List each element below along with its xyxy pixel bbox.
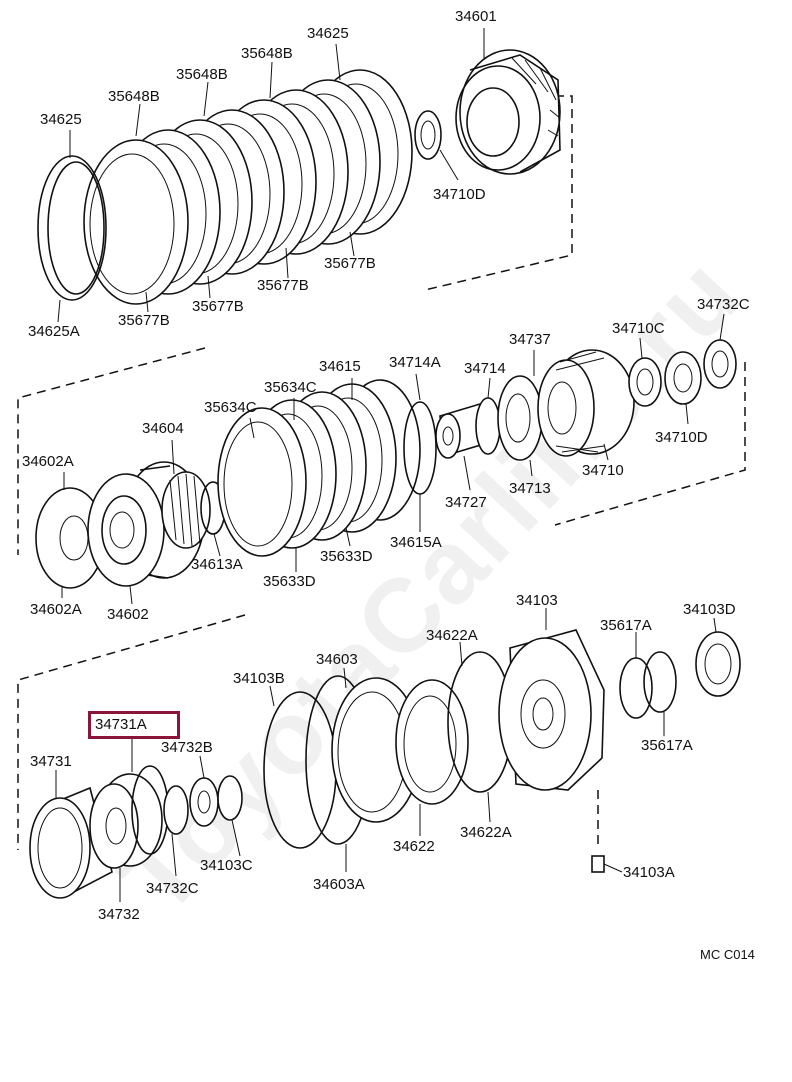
label-35617A-a[interactable]: 35617A bbox=[600, 617, 652, 634]
part-34103B-band bbox=[263, 691, 337, 849]
middle-plate-stack bbox=[217, 379, 421, 557]
part-34602A-washer bbox=[35, 487, 105, 589]
middle-clutch-group bbox=[17, 313, 746, 605]
label-34604[interactable]: 34604 bbox=[142, 420, 184, 437]
part-34103A-bolt bbox=[591, 855, 623, 873]
part-34710-planetary bbox=[537, 349, 635, 457]
label-35677B-b[interactable]: 35677B bbox=[257, 277, 309, 294]
part-34604-oneway-clutch bbox=[161, 471, 211, 549]
label-34731[interactable]: 34731 bbox=[30, 753, 72, 770]
label-35648B-a[interactable]: 35648B bbox=[241, 45, 293, 62]
label-34603[interactable]: 34603 bbox=[316, 651, 358, 668]
label-34601[interactable]: 34601 bbox=[455, 8, 497, 25]
label-35633D-a[interactable]: 35633D bbox=[320, 548, 373, 565]
label-34602A-top[interactable]: 34602A bbox=[22, 453, 74, 470]
part-34732B-washer bbox=[189, 777, 219, 827]
mid-frame-left bbox=[17, 347, 206, 555]
label-34603A[interactable]: 34603A bbox=[313, 876, 365, 893]
label-34103C[interactable]: 34103C bbox=[200, 857, 253, 874]
label-34714[interactable]: 34714 bbox=[464, 360, 506, 377]
label-34602A-bot[interactable]: 34602A bbox=[30, 601, 82, 618]
label-35677B-a[interactable]: 35677B bbox=[324, 255, 376, 272]
part-34103C-washer bbox=[217, 775, 243, 821]
clutch-plate-stack bbox=[83, 69, 413, 305]
middle-leader-lines bbox=[61, 313, 725, 605]
label-34710C[interactable]: 34710C bbox=[612, 320, 665, 337]
part-34625-snap-ring bbox=[37, 155, 107, 301]
label-35634C-b[interactable]: 35634C bbox=[204, 399, 257, 416]
part-34710C-washer bbox=[628, 357, 662, 407]
label-35648B-c[interactable]: 35648B bbox=[108, 88, 160, 105]
label-34710D-top[interactable]: 34710D bbox=[433, 186, 486, 203]
part-34601-drum bbox=[455, 49, 561, 175]
label-34714A[interactable]: 34714A bbox=[389, 354, 441, 371]
label-34732B[interactable]: 34732B bbox=[161, 739, 213, 756]
mid-frame-right bbox=[554, 362, 746, 526]
label-34732C-top[interactable]: 34732C bbox=[697, 296, 750, 313]
part-34103-housing bbox=[498, 629, 605, 791]
part-35617A-ring-a bbox=[619, 657, 653, 719]
label-34713[interactable]: 34713 bbox=[509, 480, 551, 497]
label-34615A[interactable]: 34615A bbox=[390, 534, 442, 551]
label-34737[interactable]: 34737 bbox=[509, 331, 551, 348]
top-clutch-group bbox=[37, 28, 573, 323]
label-34732[interactable]: 34732 bbox=[98, 906, 140, 923]
label-34602[interactable]: 34602 bbox=[107, 606, 149, 623]
label-35648B-b[interactable]: 35648B bbox=[176, 66, 228, 83]
label-35634C-a[interactable]: 35634C bbox=[264, 379, 317, 396]
label-34622A-bot[interactable]: 34622A bbox=[460, 824, 512, 841]
bottom-group bbox=[17, 608, 741, 902]
part-34103D-washer bbox=[695, 631, 741, 697]
label-35677B-c[interactable]: 35677B bbox=[192, 298, 244, 315]
part-34732-hub bbox=[89, 773, 163, 869]
part-34622-band bbox=[395, 679, 469, 805]
label-34615[interactable]: 34615 bbox=[319, 358, 361, 375]
part-34732C-washer bbox=[703, 339, 737, 389]
label-34103D[interactable]: 34103D bbox=[683, 601, 736, 618]
part-34713-gear bbox=[497, 375, 543, 461]
label-34613A[interactable]: 34613A bbox=[191, 556, 243, 573]
highlighted-part-box bbox=[88, 711, 180, 739]
figure-code: MC C014 bbox=[700, 947, 755, 962]
label-34732C-bot[interactable]: 34732C bbox=[146, 880, 199, 897]
label-34622A-top[interactable]: 34622A bbox=[426, 627, 478, 644]
part-34710D-washer bbox=[414, 110, 459, 181]
label-34625A[interactable]: 34625A bbox=[28, 323, 80, 340]
label-34103B[interactable]: 34103B bbox=[233, 670, 285, 687]
label-34103[interactable]: 34103 bbox=[516, 592, 558, 609]
label-34731A[interactable]: 34731A bbox=[95, 716, 147, 733]
label-34625-left[interactable]: 34625 bbox=[40, 111, 82, 128]
bottom-frame-left bbox=[17, 614, 246, 850]
label-34727[interactable]: 34727 bbox=[445, 494, 487, 511]
label-34622[interactable]: 34622 bbox=[393, 838, 435, 855]
label-34625-top[interactable]: 34625 bbox=[307, 25, 349, 42]
part-34710D-mid-washer bbox=[664, 351, 702, 405]
label-35633D-b[interactable]: 35633D bbox=[263, 573, 316, 590]
top-leader-lines bbox=[57, 28, 485, 323]
label-35617A-b[interactable]: 35617A bbox=[641, 737, 693, 754]
bottom-leader-lines bbox=[55, 608, 717, 902]
part-34732C-bot-washer bbox=[163, 785, 189, 835]
label-34710[interactable]: 34710 bbox=[582, 462, 624, 479]
label-34710D-mid[interactable]: 34710D bbox=[655, 429, 708, 446]
part-34714-bearing bbox=[475, 397, 501, 455]
part-35617A-ring-b bbox=[643, 651, 677, 713]
label-34103A[interactable]: 34103A bbox=[623, 864, 675, 881]
label-35677B-d[interactable]: 35677B bbox=[118, 312, 170, 329]
